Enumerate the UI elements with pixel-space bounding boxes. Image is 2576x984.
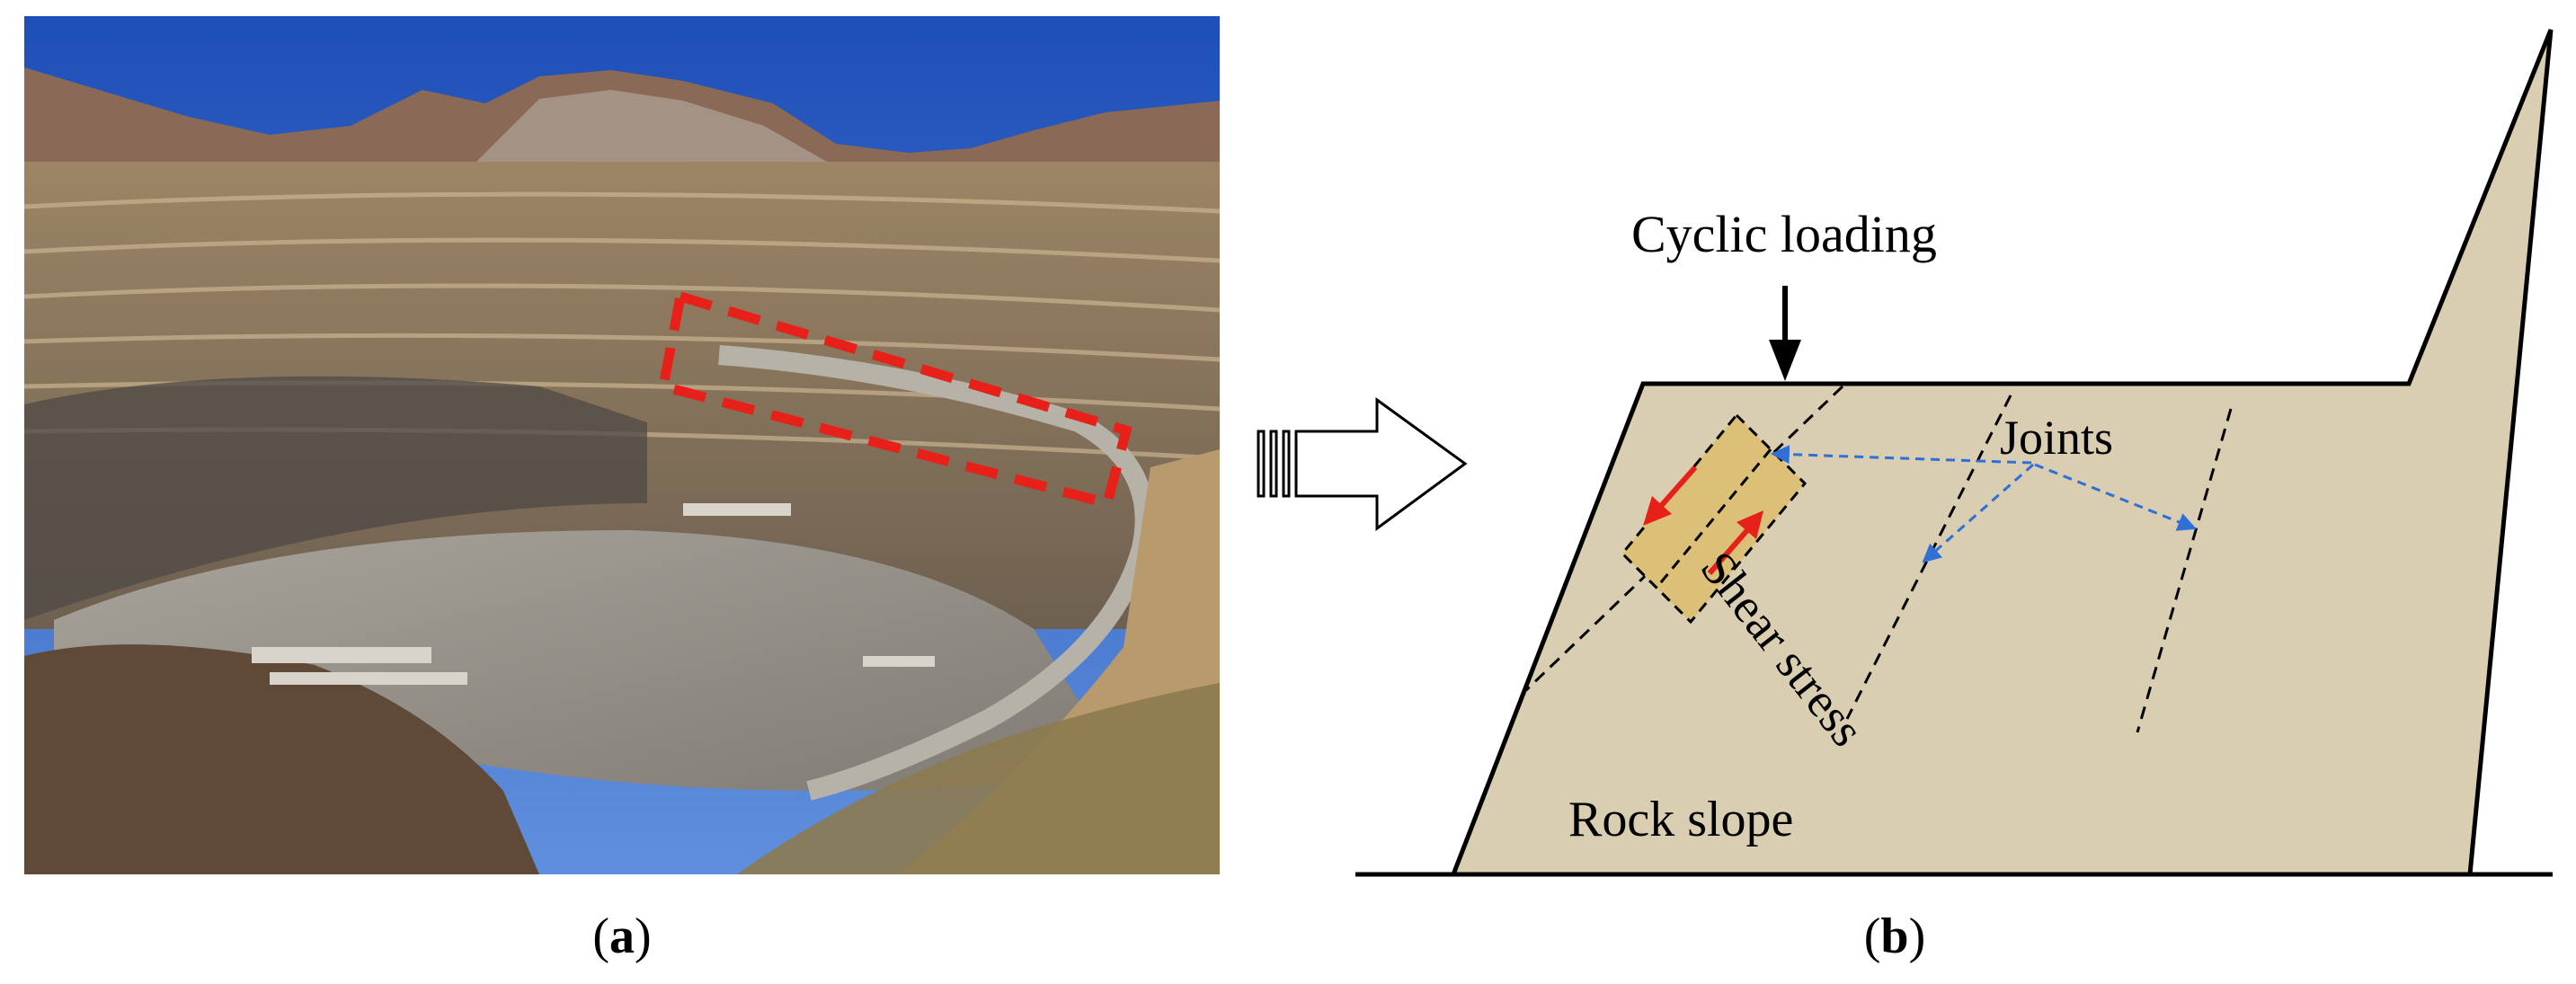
photo-foreground-rock — [24, 644, 539, 874]
photo-foreground-brush — [737, 683, 1220, 874]
joint-line-1 — [1524, 385, 1844, 692]
joint-pointer-3 — [2034, 463, 2197, 531]
joints-label: Joints — [2000, 411, 2113, 465]
shear-arrows — [1643, 465, 1763, 575]
shear-arrow-down-head — [1643, 496, 1672, 526]
joint-line-3 — [2136, 408, 2233, 733]
panel-b-label: (b) — [1864, 909, 1925, 964]
rock-slope-label: Rock slope — [1568, 792, 1793, 847]
joint-pointers — [1770, 445, 2197, 563]
mine-photo — [24, 16, 1220, 874]
photo-structures — [252, 503, 935, 685]
cyclic-loading-label: Cyclic loading — [1631, 205, 1937, 263]
joint-lines — [1524, 385, 2233, 733]
photo-dark-wall — [24, 376, 647, 620]
cyclic-loading-arrow — [1769, 286, 1801, 381]
highlight-box — [657, 289, 1133, 510]
shear-plane — [1655, 448, 1772, 589]
shear-arrow-up-head — [1737, 510, 1763, 539]
panel-a-label: (a) — [592, 909, 651, 964]
joint-pointer-1 — [1770, 445, 2032, 465]
transition-arrow — [1257, 397, 1468, 531]
slope-diagram: Cyclic loading Joints Shear stress Rock … — [1355, 29, 2554, 877]
